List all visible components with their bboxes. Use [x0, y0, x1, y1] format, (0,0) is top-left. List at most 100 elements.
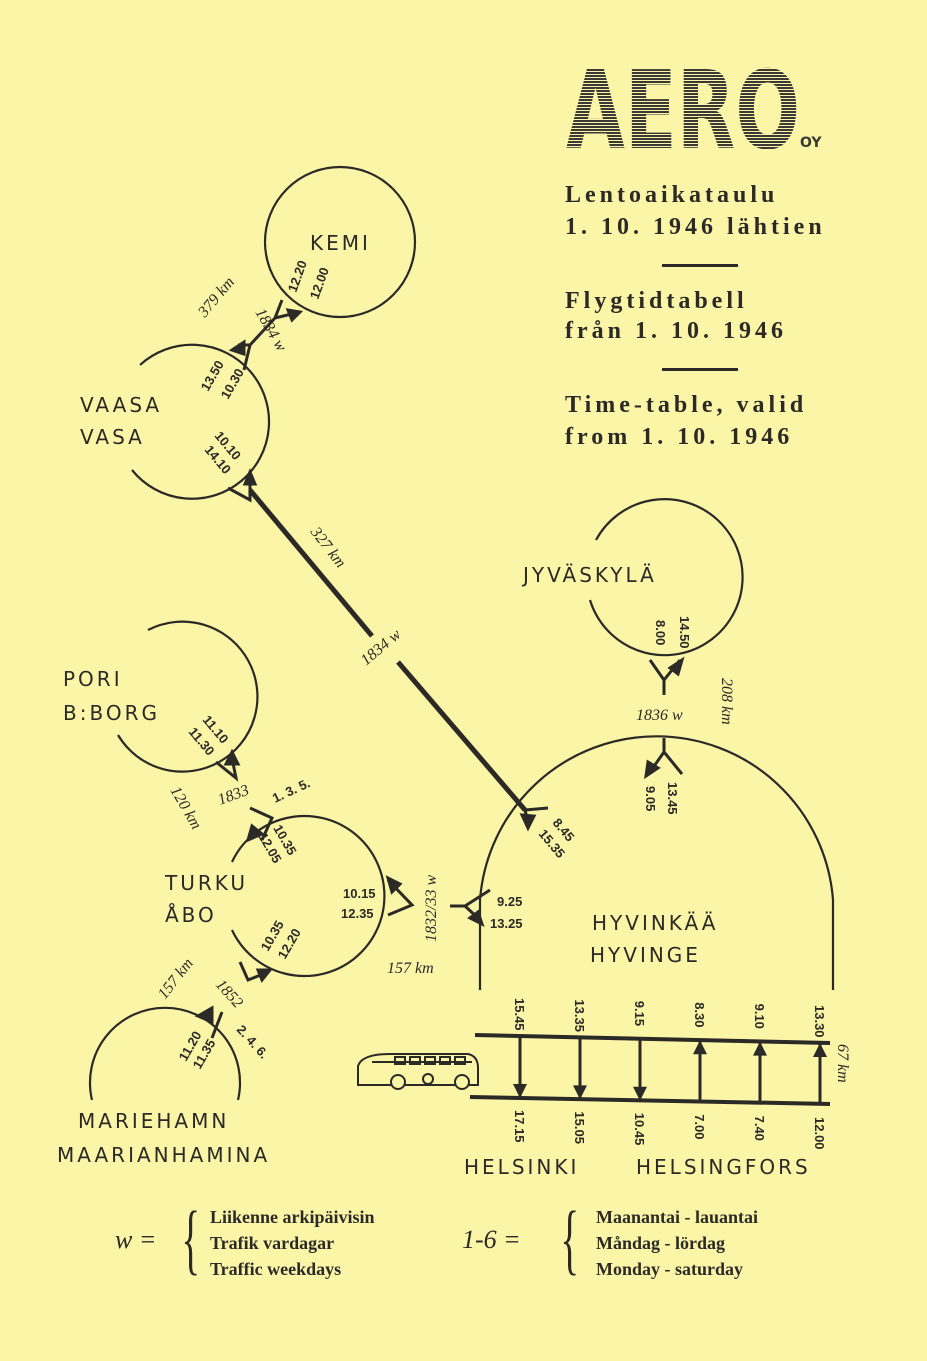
logo-text: AERO	[566, 49, 800, 170]
arrow-icon	[693, 1040, 707, 1055]
legend-w-symbol: w =	[115, 1225, 157, 1254]
header-fi-line1: Lentoaikataulu	[565, 182, 779, 208]
arrow-icon	[245, 823, 265, 843]
city-turku: TURKU	[164, 871, 248, 895]
city-hyvinge: HYVINGE	[590, 943, 701, 967]
vaasa-hyvinkaa-line	[396, 660, 527, 812]
header-fi-line2: 1. 10. 1946 lähtien	[565, 214, 826, 240]
hyvinkaa-time: 9.05	[643, 786, 658, 811]
helsinki-bus-time: 15.05	[572, 1111, 587, 1144]
vaasa-hyvinkaa-line	[248, 488, 374, 638]
legend-days-fi: Maanantai - lauantai	[596, 1207, 759, 1227]
divider	[662, 264, 738, 267]
days-pori-turku: 1. 3. 5.	[270, 775, 312, 805]
city-vaasa: VAASA	[80, 393, 162, 417]
arrow-icon	[385, 875, 403, 895]
hyvinkaa-bus-time: 13.30	[812, 1005, 827, 1038]
helsinki-bus-time: 10.45	[632, 1113, 647, 1146]
city-kemi: KEMI	[310, 231, 371, 255]
arrow-icon	[467, 909, 485, 927]
helsinki-bus-time: 12.00	[812, 1117, 827, 1150]
mariehamn-circle	[88, 1006, 242, 1101]
logo-suffix: OY	[800, 135, 822, 151]
arrow-icon	[194, 1005, 214, 1025]
vaasa-circle	[131, 343, 271, 500]
jyvaskyla-time: 14.50	[677, 616, 692, 649]
turku-time: 10.15	[343, 886, 376, 901]
divider	[662, 368, 738, 371]
arrow-icon	[513, 1084, 527, 1098]
distance-turku-hyvinkaa: 157 km	[387, 960, 434, 977]
city-jyvaskyla: JYVÄSKYLÄ	[521, 563, 657, 587]
kemi-time: 12.20	[285, 258, 310, 294]
flight-jyvaskyla-hyvinkaa: 1836 w	[636, 707, 683, 724]
days-turku-mariehamn: 2. 4. 6.	[234, 1022, 272, 1062]
pori-circle	[117, 620, 259, 773]
hyvinkaa-bus-time: 8.30	[692, 1002, 707, 1027]
arrow-icon	[633, 1086, 647, 1101]
hyvinkaa-time: 13.25	[490, 916, 523, 931]
legend-days-en: Monday - saturday	[596, 1259, 744, 1279]
jyvaskyla-circle	[588, 498, 744, 657]
flight-turku-hyvinkaa: 1832/33 w	[423, 875, 440, 942]
distance-jyvaskyla-hyvinkaa: 208 km	[718, 678, 735, 725]
legend-w-fi: Liikenne arkipäivisin	[210, 1207, 375, 1227]
jyvaskyla-time: 8.00	[653, 620, 668, 645]
distance-turku-mariehamn: 157 km	[155, 955, 197, 1002]
distance-pori-turku: 120 km	[167, 784, 205, 833]
header-en-line2: from 1. 10. 1946	[565, 424, 794, 450]
city-mariehamn: MARIEHAMN	[78, 1109, 229, 1133]
helsinki-bus-time: 7.40	[752, 1116, 767, 1141]
legend-w-en: Traffic weekdays	[210, 1259, 342, 1279]
arrow-icon	[285, 308, 304, 323]
city-helsinki: HELSINKI	[464, 1155, 579, 1179]
legend-w-sv: Trafik vardagar	[210, 1233, 335, 1253]
helsinki-bus-rail	[469, 1095, 831, 1106]
arrow-icon	[228, 339, 246, 357]
city-vasa: VASA	[80, 425, 145, 449]
arrow-icon	[255, 968, 274, 983]
legend-days-text: Maanantai - lauantai Måndag - lördag Mon…	[596, 1204, 758, 1282]
turku-circle	[231, 814, 386, 978]
city-hyvinkaa: HYVINKÄÄ	[592, 911, 718, 935]
bus-arrows: 15.4517.1513.3515.059.1510.458.307.009.1…	[512, 998, 827, 1150]
hyvinkaa-bus-time: 9.10	[752, 1004, 767, 1029]
hyvinkaa-bus-time: 15.45	[512, 998, 527, 1031]
hyvinkaa-bus-rail	[474, 1033, 831, 1045]
legend-days-symbol: 1-6 =	[462, 1225, 521, 1254]
flight-turku-mariehamn: 1852	[212, 976, 246, 1011]
city-helsingfors: HELSINGFORS	[636, 1155, 811, 1179]
flight-pori-turku: 1833	[216, 782, 252, 809]
legend-days-sv: Måndag - lördag	[596, 1233, 726, 1253]
hyvinkaa-time: 13.45	[665, 782, 680, 815]
turku-time: 12.35	[341, 906, 374, 921]
helsinki-bus-time: 7.00	[692, 1114, 707, 1139]
arrow-icon	[519, 813, 537, 832]
flight-kemi-vaasa: 1834 w	[252, 306, 290, 355]
city-pori: PORI	[63, 667, 123, 691]
header-en-line1: Time-table, valid	[565, 392, 808, 418]
legend-w-text: Liikenne arkipäivisin Trafik vardagar Tr…	[210, 1204, 375, 1282]
arrow-icon	[242, 468, 258, 486]
distance-bus: 67 km	[834, 1044, 851, 1083]
arrow-icon	[813, 1043, 827, 1057]
jyvaskyla-hyvinkaa-connector	[648, 659, 684, 775]
city-abo: ÅBO	[165, 903, 217, 927]
kemi-circle	[263, 165, 417, 319]
hyvinkaa-time: 9.25	[497, 894, 522, 909]
arrow-icon	[573, 1085, 587, 1100]
distance-kemi-vaasa: 379 km	[194, 274, 238, 321]
aero-logo: AERO OY	[566, 49, 822, 170]
arrow-icon	[644, 759, 661, 780]
bus-icon	[357, 1053, 479, 1090]
brace: {	[181, 1195, 201, 1282]
brace: {	[560, 1195, 580, 1282]
arrow-icon	[223, 748, 241, 766]
kemi-time: 12.00	[307, 265, 332, 301]
hyvinkaa-arch	[478, 735, 835, 990]
header-sv-line1: Flygtidtabell	[565, 288, 748, 314]
hyvinkaa-bus-time: 9.15	[632, 1001, 647, 1026]
arrow-icon	[667, 656, 685, 677]
header-sv-line2: från 1. 10. 1946	[565, 318, 787, 344]
